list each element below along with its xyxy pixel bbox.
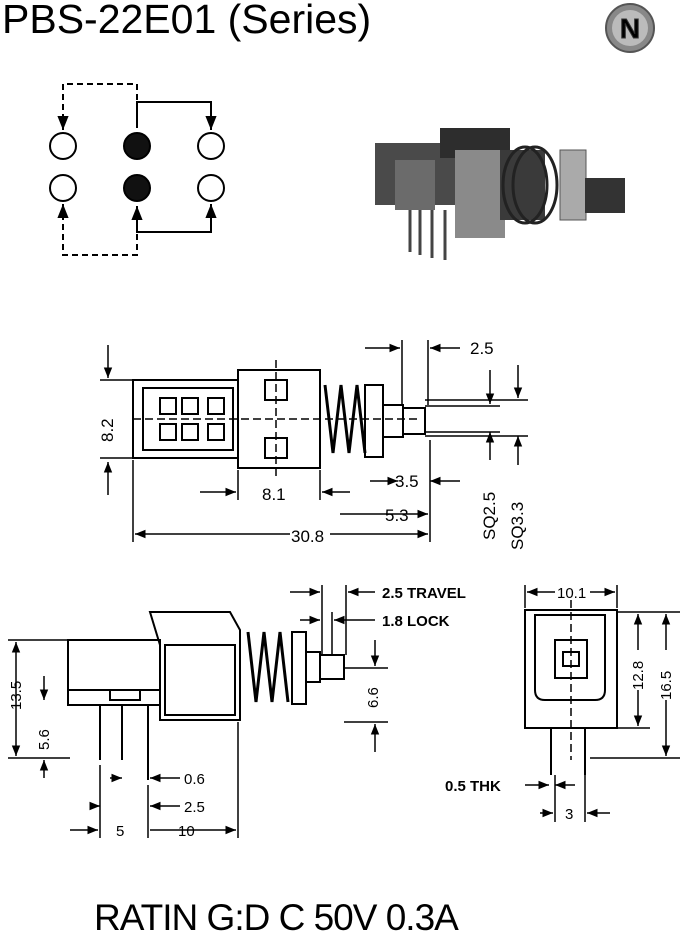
h135-label: 13.5 — [8, 681, 25, 710]
h56-label: 5.6 — [36, 729, 53, 750]
side-view-dimensions — [100, 340, 528, 542]
thk-label: 0.5 THK — [445, 778, 501, 795]
h128-label: 12.8 — [630, 661, 647, 690]
switch-photo — [375, 128, 625, 260]
h165-label: 16.5 — [658, 671, 675, 700]
contact-open — [49, 132, 77, 160]
rating-text: RATIN G:D C 50V 0.3A — [94, 897, 459, 938]
contact-open — [49, 174, 77, 202]
d06-label: 0.6 — [184, 771, 205, 788]
d10-label: 10 — [178, 823, 195, 840]
d25-label: 2.5 — [184, 799, 205, 816]
travel-label: 2.5 TRAVEL — [382, 585, 466, 602]
dim-35-label: 3.5 — [395, 472, 419, 491]
lock-label: 1.8 LOCK — [382, 613, 450, 630]
contact-common — [123, 174, 151, 202]
w3-label: 3 — [565, 806, 573, 823]
dim-stroke-label: 2.5 — [470, 339, 494, 358]
dim-sq25-label: SQ2.5 — [480, 492, 499, 540]
brand-logo: N — [605, 3, 655, 53]
side-view-drawing — [132, 360, 426, 478]
dim-53-label: 5.3 — [385, 506, 409, 525]
dim-body-label: 8.1 — [262, 485, 286, 504]
logo-letter: N — [620, 13, 640, 44]
page-title: PBS-22E01 (Series) — [2, 0, 372, 42]
dim-sq33-label: SQ3.3 — [508, 502, 527, 550]
dim-total-label: 30.8 — [291, 527, 324, 546]
end-view-drawing — [524, 600, 618, 775]
contact-schematic — [49, 83, 225, 256]
contact-common — [123, 132, 151, 160]
dim-height-label: 8.2 — [98, 418, 117, 442]
front-view-drawing — [67, 611, 345, 780]
front-view-dimensions — [8, 585, 388, 838]
w101-label: 10.1 — [557, 585, 586, 602]
h66-label: 6.6 — [365, 687, 382, 708]
drawing-canvas: 8.2 8.1 30.8 2.5 3.5 5.3 SQ2.5 SQ3.3 — [8, 83, 680, 840]
contact-open — [197, 174, 225, 202]
end-view-dimensions — [524, 585, 680, 822]
d5-label: 5 — [116, 823, 124, 840]
contact-open — [197, 132, 225, 160]
